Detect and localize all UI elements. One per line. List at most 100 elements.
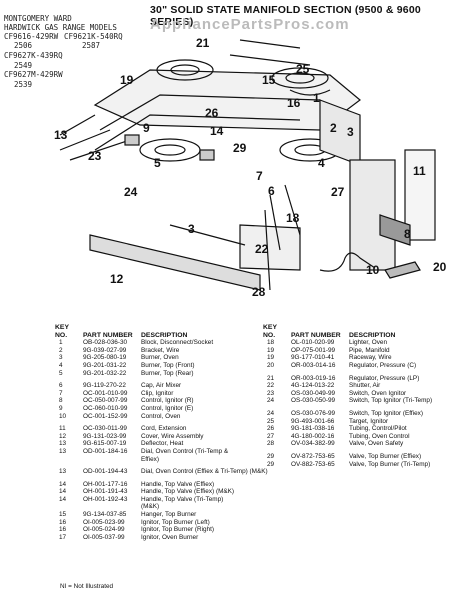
part-number-cell: 9G-201-031-22 [83, 361, 127, 369]
callout: 9 [143, 121, 150, 135]
key-cell: 27 [267, 432, 275, 440]
part-number-cell: OV-034-382-99 [291, 440, 335, 448]
part-number-cell: 9G-119-270-22 [83, 382, 126, 390]
callout: 5 [154, 156, 161, 170]
description-cell: Effiex) [141, 455, 159, 463]
key-cell: 11 [59, 425, 66, 433]
callout: 29 [233, 141, 247, 155]
description-cell: (M&K) [141, 503, 160, 511]
part-number-cell: OH-001-192-43 [83, 495, 128, 503]
part-number-cell: 9G-177-010-41 [291, 354, 335, 362]
callout: 3 [347, 125, 354, 139]
part-number-cell: OH-001-191-43 [83, 488, 128, 496]
description-cell: Handle, Top Valve (Effiex) [141, 480, 215, 488]
callout: 14 [210, 124, 224, 138]
callout: 18 [286, 211, 300, 225]
callout: 23 [88, 149, 102, 163]
key-cell: 16 [59, 518, 67, 526]
description-cell: Bracket, Wire [141, 346, 180, 354]
footnote: NI = Not Illustrated [60, 583, 114, 590]
part-number-cell: 9G-039-027-99 [83, 346, 127, 354]
key-cell: 24 [267, 397, 275, 405]
part-number-cell: OC-050-007-99 [83, 397, 128, 405]
model-line: 2539 [14, 80, 33, 89]
part-number-cell: OC-030-011-99 [83, 425, 127, 433]
model-line: 2549 [14, 61, 33, 70]
part-number-cell: OD-001-194-43 [83, 468, 128, 476]
callout: 7 [256, 169, 263, 183]
callout: 2 [330, 121, 337, 135]
part-number-cell: OC-001-010-99 [83, 389, 128, 397]
description-cell: Target, Ignitor [349, 417, 389, 425]
key-cell: 13 [59, 440, 67, 448]
part-number-cell: OI-005-037-99 [83, 533, 125, 541]
part-number-cell: OP-075-001-99 [291, 346, 336, 354]
callout: 3 [188, 222, 195, 236]
callout: 6 [268, 184, 275, 198]
part-number-cell: 4G-124-013-22 [291, 382, 335, 390]
description-cell: Burner, Top (Rear) [141, 369, 194, 377]
model-line: CF9627M-429RW [4, 70, 63, 79]
callout: 13 [54, 128, 68, 142]
description-cell: Cord, Extension [141, 425, 187, 433]
part-number-cell: 9G-615-007-19 [83, 440, 127, 448]
callout: 24 [124, 185, 138, 199]
table-header: KEY NO. PART NUMBER DESCRIPTION [55, 324, 265, 339]
table-row: 11 OC-030-011-99 Cord, Extension [55, 425, 265, 433]
part-number-cell: 9G-131-023-99 [83, 432, 127, 440]
model-line: MONTGOMERY WARD [4, 14, 72, 23]
key-cell: 5 [59, 369, 63, 377]
description-cell: Shutter, Air [349, 382, 381, 390]
key-cell: 7 [59, 389, 63, 397]
wire-cover [89, 234, 261, 291]
callout: 4 [318, 156, 325, 170]
key-cell: 13 [59, 468, 67, 476]
part-number-cell: OD-001-184-16 [83, 447, 128, 455]
callout: 12 [110, 272, 124, 286]
header-key: KEY NO. [263, 324, 277, 339]
page-title: 30" SOLID STATE MANIFOLD SECTION (9500 &… [150, 4, 421, 28]
table-row: 13 9G-615-007-19 Deflector, Heat [55, 440, 265, 448]
key-cell: 15 [59, 511, 67, 519]
description-cell: Handle, Top Valve (Tri-Temp) [141, 495, 224, 503]
description-cell: Tubing, Control/Pilot [349, 425, 407, 433]
key-cell: 17 [59, 533, 67, 541]
key-cell: 13 [59, 447, 67, 455]
key-cell: 19 [267, 346, 275, 354]
description-cell: Valve, Oven Safety [349, 440, 404, 448]
description-cell: Deflector, Heat [141, 440, 184, 448]
description-cell: Burner, Oven [141, 354, 179, 362]
callout: 19 [120, 73, 134, 87]
model-line: 2587 [82, 41, 101, 50]
part-number-cell: OH-001-177-16 [83, 480, 128, 488]
callout: 22 [255, 242, 269, 256]
model-line: 2506 [14, 41, 33, 50]
key-cell: 18 [267, 339, 275, 347]
part-number-cell: OV-882-753-65 [291, 460, 335, 468]
key-cell: 3 [59, 354, 63, 362]
part-number-cell: OI-005-024-99 [83, 526, 125, 534]
key-cell: 12 [59, 432, 67, 440]
oven-ignitor-wire [319, 252, 376, 272]
callout: 21 [196, 36, 210, 50]
callout: 11 [413, 164, 426, 178]
callout: 20 [433, 260, 447, 274]
part-number-cell: 4G-180-002-16 [291, 432, 335, 440]
callout: 16 [287, 96, 301, 110]
watermark: AppliancePartsPros.com [150, 16, 350, 33]
